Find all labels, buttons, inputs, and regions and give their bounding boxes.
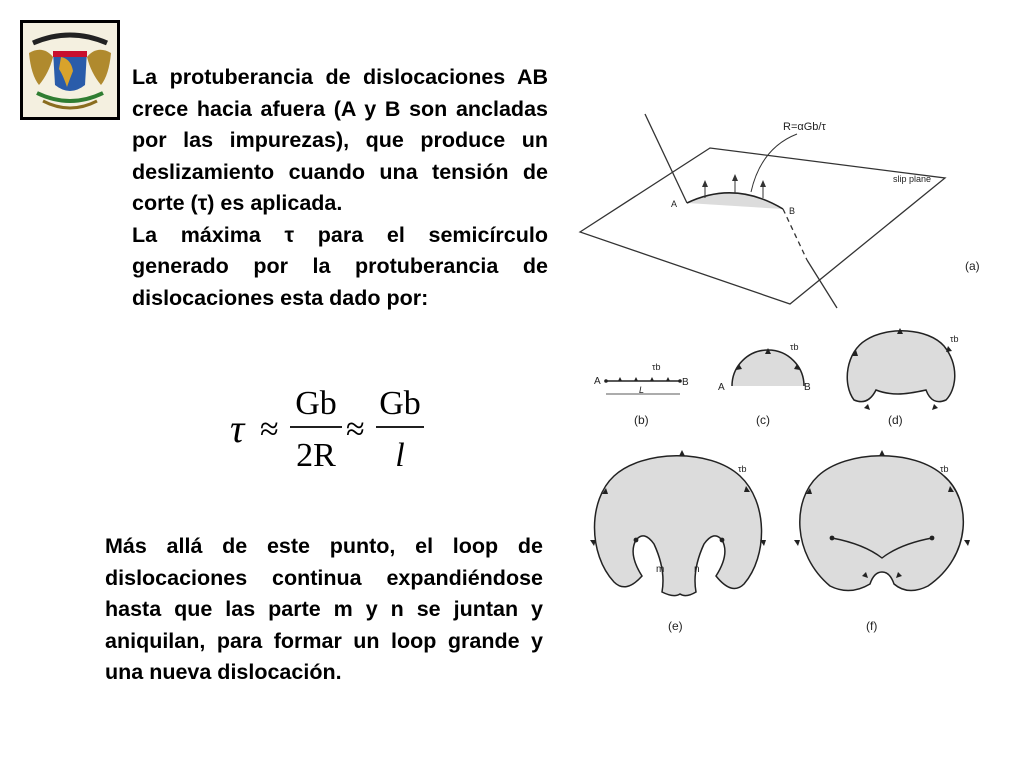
figure-a-slip-plane: R=αGb/τ slip plane A B (a) bbox=[578, 113, 980, 309]
d-loop bbox=[846, 330, 956, 403]
dislocation-line-lower bbox=[806, 259, 838, 309]
radius-label: R=αGb/τ bbox=[783, 121, 826, 133]
c-point-a: A bbox=[718, 382, 725, 393]
point-a-label: A bbox=[671, 199, 677, 209]
figure-c-semicircle: A B τb (c) bbox=[718, 342, 811, 427]
unam-seal-icon bbox=[23, 23, 117, 117]
formula-approx-1: ≈ bbox=[260, 411, 279, 448]
b-arrow-4 bbox=[666, 377, 670, 381]
formula-denominator-1: 2R bbox=[296, 437, 336, 474]
f-arrow-7 bbox=[896, 572, 902, 578]
paragraph-loop-expansion: Más allá de este punto, el loop de dislo… bbox=[105, 534, 543, 684]
f-arrow-3 bbox=[948, 486, 954, 492]
intro-text: La protuberancia de dislocaciones AB cre… bbox=[132, 62, 548, 314]
e-arrow-5 bbox=[760, 540, 766, 546]
figure-d-kidney-loop: τb (d) bbox=[846, 328, 959, 427]
e-pin-left bbox=[633, 537, 639, 543]
f-arrow-6 bbox=[862, 572, 868, 578]
e-pin-right bbox=[719, 537, 725, 543]
c-bulge-area bbox=[732, 350, 804, 386]
paragraph-bulge-description: La protuberancia de dislocaciones AB cre… bbox=[132, 65, 548, 215]
f-arrow-5 bbox=[964, 540, 970, 546]
f-arrow-4 bbox=[794, 540, 800, 546]
dislocation-hidden bbox=[782, 208, 808, 261]
b-pin-b bbox=[678, 379, 682, 383]
e-arrow-4 bbox=[590, 540, 596, 546]
d-arrow-5 bbox=[932, 404, 938, 410]
bulge-area bbox=[687, 192, 783, 209]
f-stress-label: τb bbox=[940, 464, 949, 474]
paragraph-max-stress: La máxima τ para el semicírculo generado… bbox=[132, 222, 548, 310]
b-arrow-2 bbox=[634, 377, 638, 381]
formula-approx-2: ≈ bbox=[346, 411, 365, 448]
arrowhead-a2 bbox=[732, 174, 738, 181]
point-b-label: B bbox=[789, 206, 795, 216]
stress-formula: τ ≈ Gb 2R ≈ Gb l bbox=[230, 385, 424, 474]
c-arrow-3 bbox=[794, 364, 800, 370]
d-stress-label: τb bbox=[950, 334, 959, 344]
d-arrow-3 bbox=[946, 346, 952, 352]
dislocation-line-upper bbox=[644, 113, 688, 204]
b-arrow-1 bbox=[618, 377, 622, 381]
slip-plane-outline bbox=[578, 147, 947, 305]
figure-c-caption: (c) bbox=[756, 413, 770, 427]
e-label-n: n bbox=[694, 564, 700, 575]
b-point-b: B bbox=[682, 377, 689, 388]
f-arrow-1 bbox=[806, 488, 812, 494]
figure-e-expanded-loop: m n τb (e) bbox=[590, 450, 766, 633]
arrowhead-a3 bbox=[760, 180, 766, 187]
b-pin-a bbox=[604, 379, 608, 383]
d-arrow-1 bbox=[852, 350, 858, 356]
f-arrow-2 bbox=[879, 450, 885, 456]
c-arrow-2 bbox=[765, 348, 771, 354]
c-stress-label: τb bbox=[790, 342, 799, 352]
formula-denominator-2: l bbox=[395, 437, 404, 474]
arrowhead-a1 bbox=[702, 180, 708, 187]
formula-numerator-1: Gb bbox=[295, 385, 337, 422]
d-arrow-2 bbox=[897, 328, 903, 334]
f-pin-left bbox=[829, 535, 835, 541]
formula-numerator-2: Gb bbox=[379, 385, 421, 422]
f-loop bbox=[799, 455, 965, 592]
e-arrow-3 bbox=[744, 486, 750, 492]
slip-plane-label: slip plane bbox=[893, 174, 931, 184]
e-stress-label: τb bbox=[738, 464, 747, 474]
b-point-a: A bbox=[594, 376, 601, 387]
figure-b-caption: (b) bbox=[634, 413, 649, 427]
c-arrow-1 bbox=[736, 364, 742, 370]
figure-f-new-loop: τb (f) bbox=[794, 450, 970, 633]
figure-b-straight-dislocation: A B τb L (b) bbox=[594, 362, 689, 427]
e-label-m: m bbox=[656, 564, 664, 575]
radius-leader bbox=[750, 133, 798, 193]
e-loop bbox=[593, 455, 763, 597]
f-pin-right bbox=[929, 535, 935, 541]
c-point-b: B bbox=[804, 382, 811, 393]
b-arrow-3 bbox=[650, 377, 654, 381]
figure-f-caption: (f) bbox=[866, 619, 877, 633]
e-arrow-1 bbox=[602, 488, 608, 494]
unam-logo bbox=[20, 20, 120, 120]
f-new-dislocation bbox=[831, 537, 933, 559]
figure-a-caption: (a) bbox=[965, 259, 980, 273]
b-length-label: L bbox=[639, 385, 644, 395]
e-arrow-2 bbox=[679, 450, 685, 456]
d-arrow-4 bbox=[864, 404, 870, 410]
b-stress-label: τb bbox=[652, 362, 661, 372]
figure-d-caption: (d) bbox=[888, 413, 903, 427]
dislocation-bulge bbox=[686, 192, 784, 210]
figure-e-caption: (e) bbox=[668, 619, 683, 633]
formula-tau: τ bbox=[230, 406, 246, 451]
